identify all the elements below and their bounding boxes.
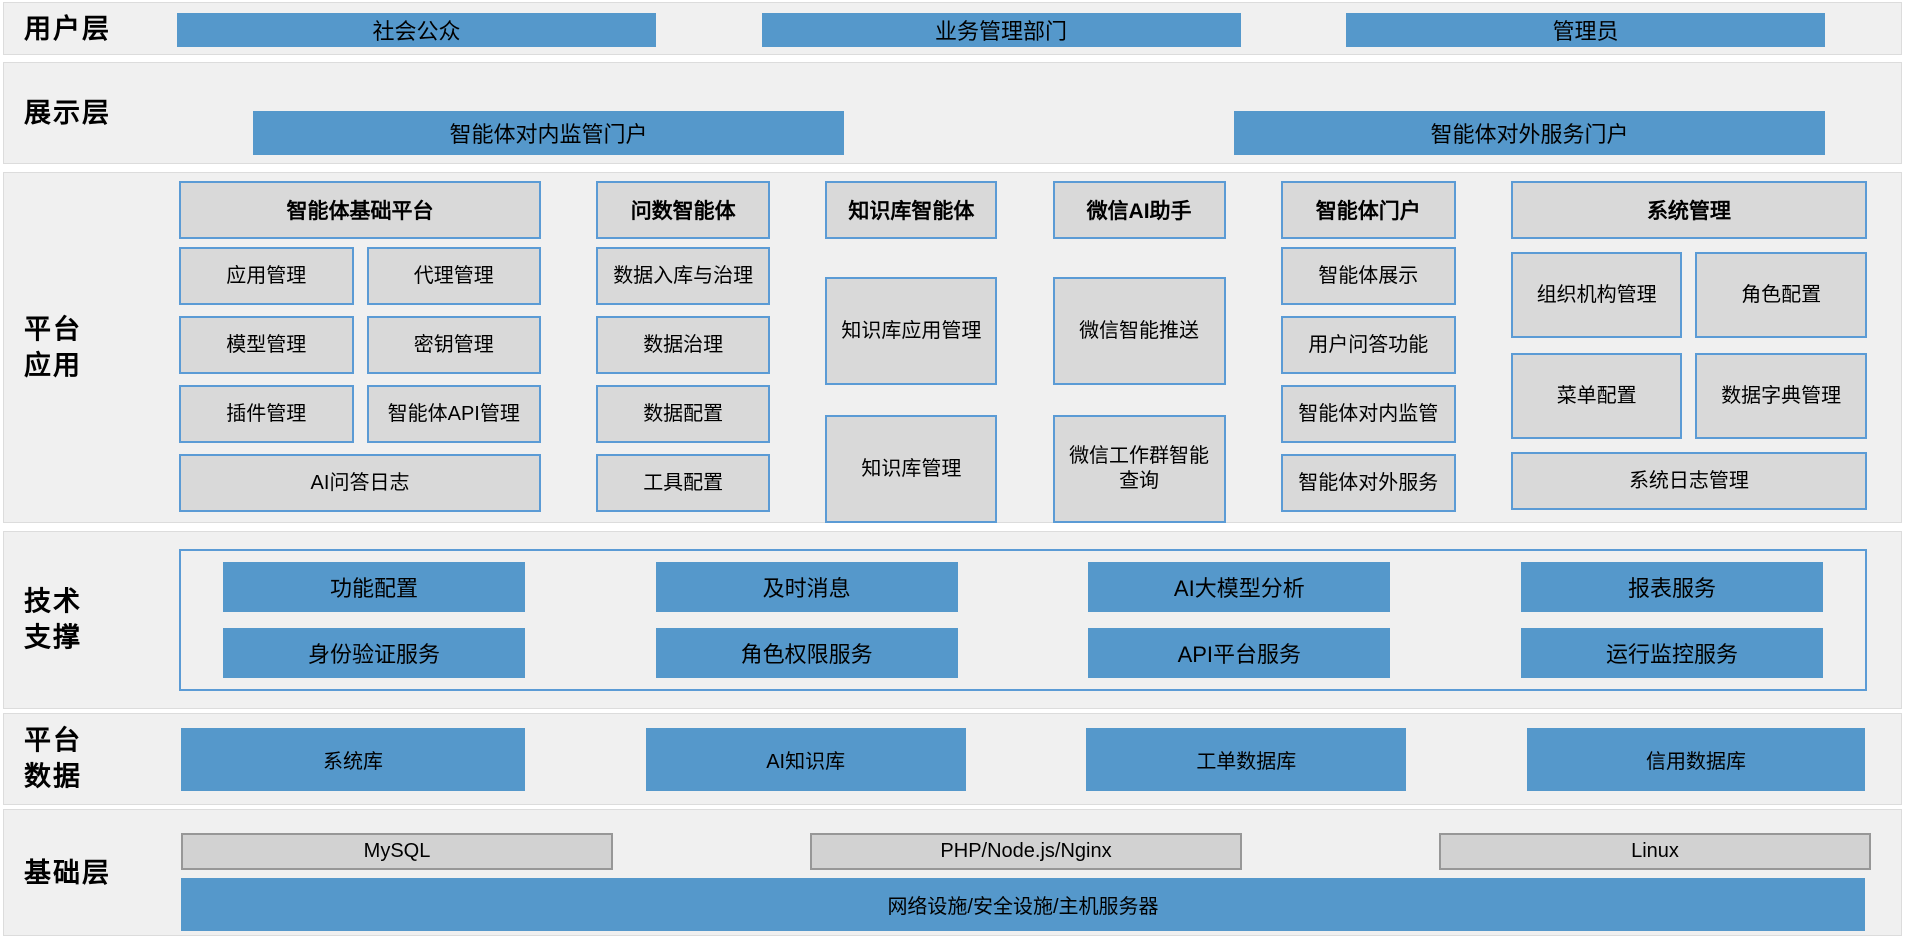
app-cell: 智能体对外服务 (1280, 454, 1456, 512)
tech-support-row-1: 功能配置 及时消息 AI大模型分析 报表服务 (223, 562, 1823, 612)
tech-button: API平台服务 (1088, 628, 1391, 678)
database-box-work-order: 工单数据库 (1086, 728, 1407, 791)
infra-network-bar: 网络设施/安全设施/主机服务器 (181, 878, 1865, 931)
app-column-wechat-ai-assistant: 微信AI助手 微信智能推送 微信工作群智能查询 (1052, 181, 1226, 523)
data-qa-agent-header: 问数智能体 (596, 181, 771, 239)
app-column-system-management: 系统管理 组织机构管理 角色配置 菜单配置 数据字典管理 系统日志管理 (1510, 181, 1867, 516)
app-cell: 代理管理 (366, 247, 541, 305)
infra-box-php-node-nginx: PHP/Node.js/Nginx (810, 833, 1242, 870)
agent-base-platform-header: 智能体基础平台 (179, 181, 541, 239)
user-box-business-dept: 业务管理部门 (761, 13, 1241, 47)
app-cell: 知识库管理 (825, 415, 998, 523)
layer-platform-data-label: 平台 数据 (24, 725, 82, 792)
layer-tech-support: 技术 支撑 功能配置 及时消息 AI大模型分析 报表服务 身份验证服务 角色权限… (3, 531, 1902, 709)
app-cell-footer: 系统日志管理 (1510, 452, 1867, 510)
app-cell: 插件管理 (179, 385, 354, 443)
layer-platform-data: 平台 数据 系统库 AI知识库 工单数据库 信用数据库 (3, 713, 1902, 805)
database-box-system: 系统库 (181, 728, 525, 791)
app-cell: 菜单配置 (1510, 353, 1683, 439)
tech-button: 功能配置 (223, 562, 525, 612)
app-column-agent-portal: 智能体门户 智能体展示 用户问答功能 智能体对内监管 智能体对外服务 (1280, 181, 1456, 516)
tech-button: 身份验证服务 (223, 628, 525, 678)
user-layer-row: 社会公众 业务管理部门 管理员 (177, 13, 1825, 47)
app-column-agent-base-platform: 智能体基础平台 应用管理 代理管理 模型管理 密钥管理 插件管理 智能体API管… (179, 181, 541, 516)
app-cell: 用户问答功能 (1280, 316, 1456, 374)
app-cell: 工具配置 (596, 454, 771, 512)
app-cell-footer: AI问答日志 (179, 454, 541, 512)
tech-support-frame: 功能配置 及时消息 AI大模型分析 报表服务 身份验证服务 角色权限服务 API… (179, 549, 1867, 691)
tech-button: 角色权限服务 (655, 628, 958, 678)
infra-box-linux: Linux (1439, 833, 1871, 870)
database-box-ai-knowledge: AI知识库 (645, 728, 966, 791)
app-cell: 智能体展示 (1280, 247, 1456, 305)
system-management-header: 系统管理 (1510, 181, 1867, 239)
layer-display: 展示层 智能体对内监管门户 智能体对外服务门户 (3, 62, 1902, 164)
layer-platform-app: 平台 应用 智能体基础平台 应用管理 代理管理 模型管理 密钥管理 插件管理 智… (3, 172, 1902, 523)
display-layer-row: 智能体对内监管门户 智能体对外服务门户 (253, 111, 1825, 155)
user-box-public: 社会公众 (177, 13, 656, 47)
app-cell: 组织机构管理 (1510, 252, 1683, 338)
system-management-grid: 组织机构管理 角色配置 菜单配置 数据字典管理 (1510, 252, 1867, 439)
layer-platform-app-label: 平台 应用 (24, 314, 82, 381)
tech-button: 及时消息 (655, 562, 958, 612)
layer-user-label: 用户层 (24, 13, 111, 44)
app-cell: 数据入库与治理 (596, 247, 771, 305)
app-cell: 智能体API管理 (366, 385, 541, 443)
app-cell: 知识库应用管理 (825, 277, 998, 385)
database-box-credit: 信用数据库 (1526, 728, 1865, 791)
knowledge-agent-header: 知识库智能体 (825, 181, 998, 239)
app-cell: 数据治理 (596, 316, 771, 374)
app-column-knowledge-agent: 知识库智能体 知识库应用管理 知识库管理 (825, 181, 998, 523)
app-cell: 微信智能推送 (1052, 277, 1226, 385)
agent-portal-header: 智能体门户 (1280, 181, 1456, 239)
app-column-data-qa-agent: 问数智能体 数据入库与治理 数据治理 数据配置 工具配置 (596, 181, 771, 516)
platform-app-columns: 智能体基础平台 应用管理 代理管理 模型管理 密钥管理 插件管理 智能体API管… (179, 181, 1867, 523)
portal-box-external-service: 智能体对外服务门户 (1234, 111, 1825, 155)
app-cell: 应用管理 (179, 247, 354, 305)
layer-user: 用户层 社会公众 业务管理部门 管理员 (3, 2, 1902, 55)
wechat-ai-assistant-header: 微信AI助手 (1052, 181, 1226, 239)
app-cell: 模型管理 (179, 316, 354, 374)
app-cell: 密钥管理 (366, 316, 541, 374)
app-cell: 数据配置 (596, 385, 771, 443)
app-cell: 智能体对内监管 (1280, 385, 1456, 443)
tech-support-row-2: 身份验证服务 角色权限服务 API平台服务 运行监控服务 (223, 628, 1823, 678)
tech-button: AI大模型分析 (1088, 562, 1391, 612)
agent-base-platform-grid: 应用管理 代理管理 模型管理 密钥管理 插件管理 智能体API管理 (179, 247, 541, 443)
platform-data-row: 系统库 AI知识库 工单数据库 信用数据库 (181, 728, 1865, 791)
infrastructure-tech-row: MySQL PHP/Node.js/Nginx Linux (181, 833, 1871, 870)
app-cell: 微信工作群智能查询 (1052, 415, 1226, 523)
layer-infrastructure-label: 基础层 (24, 857, 111, 888)
portal-box-internal-supervision: 智能体对内监管门户 (253, 111, 844, 155)
tech-button: 运行监控服务 (1520, 628, 1823, 678)
tech-button: 报表服务 (1520, 562, 1823, 612)
app-cell: 角色配置 (1695, 252, 1867, 338)
layer-display-label: 展示层 (24, 97, 111, 128)
layer-tech-support-label: 技术 支撑 (24, 586, 82, 653)
user-box-admin: 管理员 (1346, 13, 1825, 47)
app-cell: 数据字典管理 (1695, 353, 1867, 439)
layer-infrastructure: 基础层 MySQL PHP/Node.js/Nginx Linux 网络设施/安… (3, 809, 1902, 936)
infra-box-mysql: MySQL (181, 833, 613, 870)
